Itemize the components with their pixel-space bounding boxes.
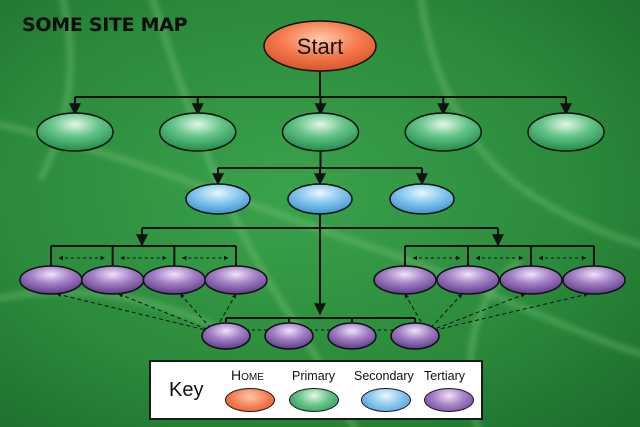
secondary-node: [185, 183, 251, 215]
tertiary-node: [436, 265, 500, 295]
tertiary-node: [373, 265, 437, 295]
legend-primary-swatch: [289, 388, 339, 412]
tertiary-node: [201, 322, 251, 350]
start-node: [263, 20, 377, 72]
tertiary-node: [264, 322, 314, 350]
tertiary-node: [499, 265, 563, 295]
legend-title: Key: [169, 379, 204, 401]
primary-node: [159, 112, 237, 152]
tertiary-node: [390, 322, 440, 350]
legend: Key Home Primary Secondary Tertiary: [149, 360, 483, 420]
primary-node: [527, 112, 605, 152]
tertiary-node: [562, 265, 626, 295]
tertiary-node: [327, 322, 377, 350]
legend-secondary-swatch: [361, 388, 411, 412]
legend-primary-label: Primary: [292, 369, 336, 383]
cross-link-left: [179, 293, 215, 333]
tertiary-node: [142, 265, 207, 295]
primary-node: [404, 112, 482, 152]
legend-tertiary-label: Tertiary: [424, 369, 465, 383]
tertiary-node: [19, 265, 83, 295]
legend-tertiary-swatch: [424, 388, 474, 412]
primary-node: [281, 112, 360, 152]
start-node-label: Start: [297, 34, 343, 59]
diagram-title: SOME SITE MAP: [22, 14, 188, 36]
secondary-node: [287, 183, 353, 215]
legend-home-swatch: [225, 388, 275, 412]
tertiary-node: [204, 265, 268, 295]
nodes: Start: [19, 20, 626, 350]
legend-secondary-label: Secondary: [354, 369, 414, 383]
tertiary-node: [80, 265, 145, 295]
secondary-node: [389, 183, 455, 215]
connectors: [50, 71, 595, 322]
primary-node: [36, 112, 114, 152]
legend-home-label: Home: [231, 367, 264, 383]
